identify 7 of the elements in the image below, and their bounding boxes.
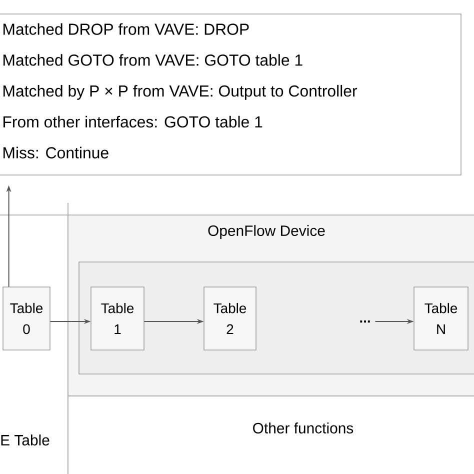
rules-box: Matched DROP from VAVE: DROP Matched GOTO from VAVE: GOTO table 1 Matched by P × P from VAVE: Output to Controller From other interfaces: GOTO table 1 Miss: Continue — [0, 14, 462, 176]
table-box: Table 2 — [204, 286, 256, 350]
table-box: Table 0 — [2, 286, 50, 350]
table-box: Table N — [414, 286, 468, 350]
table-box: Table 1 — [90, 286, 144, 350]
ellipsis: ... — [360, 320, 370, 323]
functions-panel: Other functions — [68, 396, 474, 474]
